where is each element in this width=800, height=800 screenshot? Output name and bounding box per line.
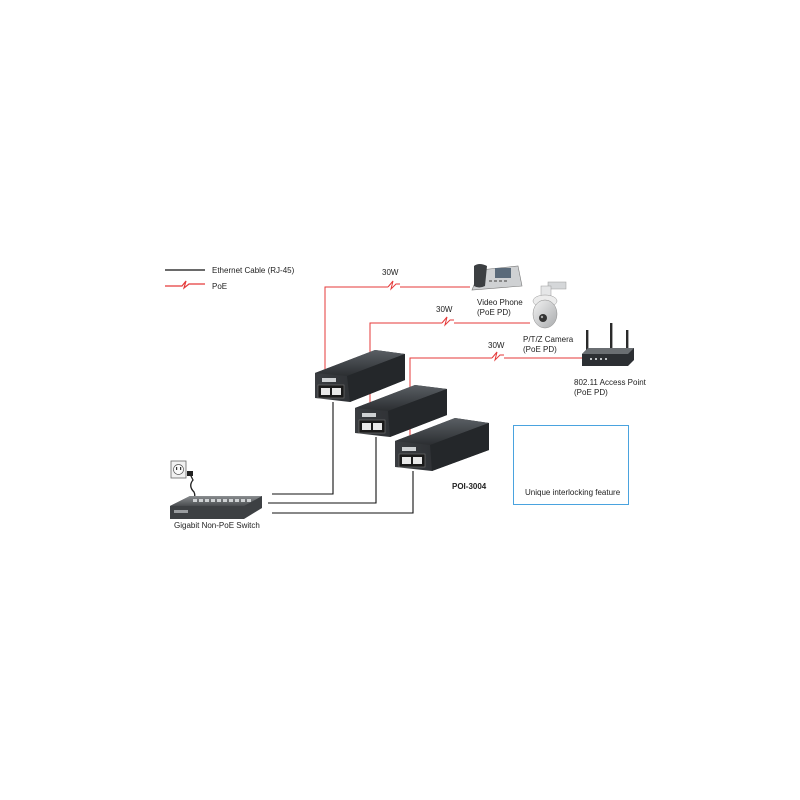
- phone-wattage-label: 30W: [382, 268, 399, 277]
- ap-wattage-label: 30W: [488, 341, 505, 350]
- legend-ethernet-label: Ethernet Cable (RJ-45): [212, 266, 295, 275]
- camera-wattage-label: 30W: [436, 305, 453, 314]
- video-phone-label: Video Phone (PoE PD): [477, 298, 523, 318]
- ptz-camera-icon: [532, 281, 567, 329]
- injector-model-label: POI-3004: [452, 482, 487, 491]
- ptz-camera-name: P/T/Z Camera: [523, 335, 574, 344]
- access-point-name: 802.11 Access Point: [574, 378, 646, 387]
- gigabit-switch-icon: [170, 496, 262, 519]
- video-phone-icon: [471, 264, 523, 291]
- inset-caption: Unique interlocking feature: [525, 488, 621, 497]
- ptz-camera-label: P/T/Z Camera (PoE PD): [523, 335, 573, 355]
- video-phone-type: (PoE PD): [477, 308, 511, 317]
- poe-injector-3: [395, 418, 489, 471]
- ptz-camera-type: (PoE PD): [523, 345, 557, 354]
- poe-injector-1: [315, 350, 405, 402]
- interlocking-inset: [513, 425, 629, 505]
- access-point-label: 802.11 Access Point (PoE PD): [574, 378, 646, 398]
- video-phone-name: Video Phone: [477, 298, 523, 307]
- legend-poe-line: [165, 280, 205, 290]
- legend-poe-label: PoE: [212, 282, 228, 291]
- power-outlet-icon: [170, 460, 196, 501]
- access-point-type: (PoE PD): [574, 388, 608, 397]
- switch-label: Gigabit Non-PoE Switch: [174, 521, 260, 530]
- access-point-icon: [582, 323, 634, 366]
- poe-injector-2: [355, 385, 447, 437]
- ethernet-links: [268, 402, 414, 514]
